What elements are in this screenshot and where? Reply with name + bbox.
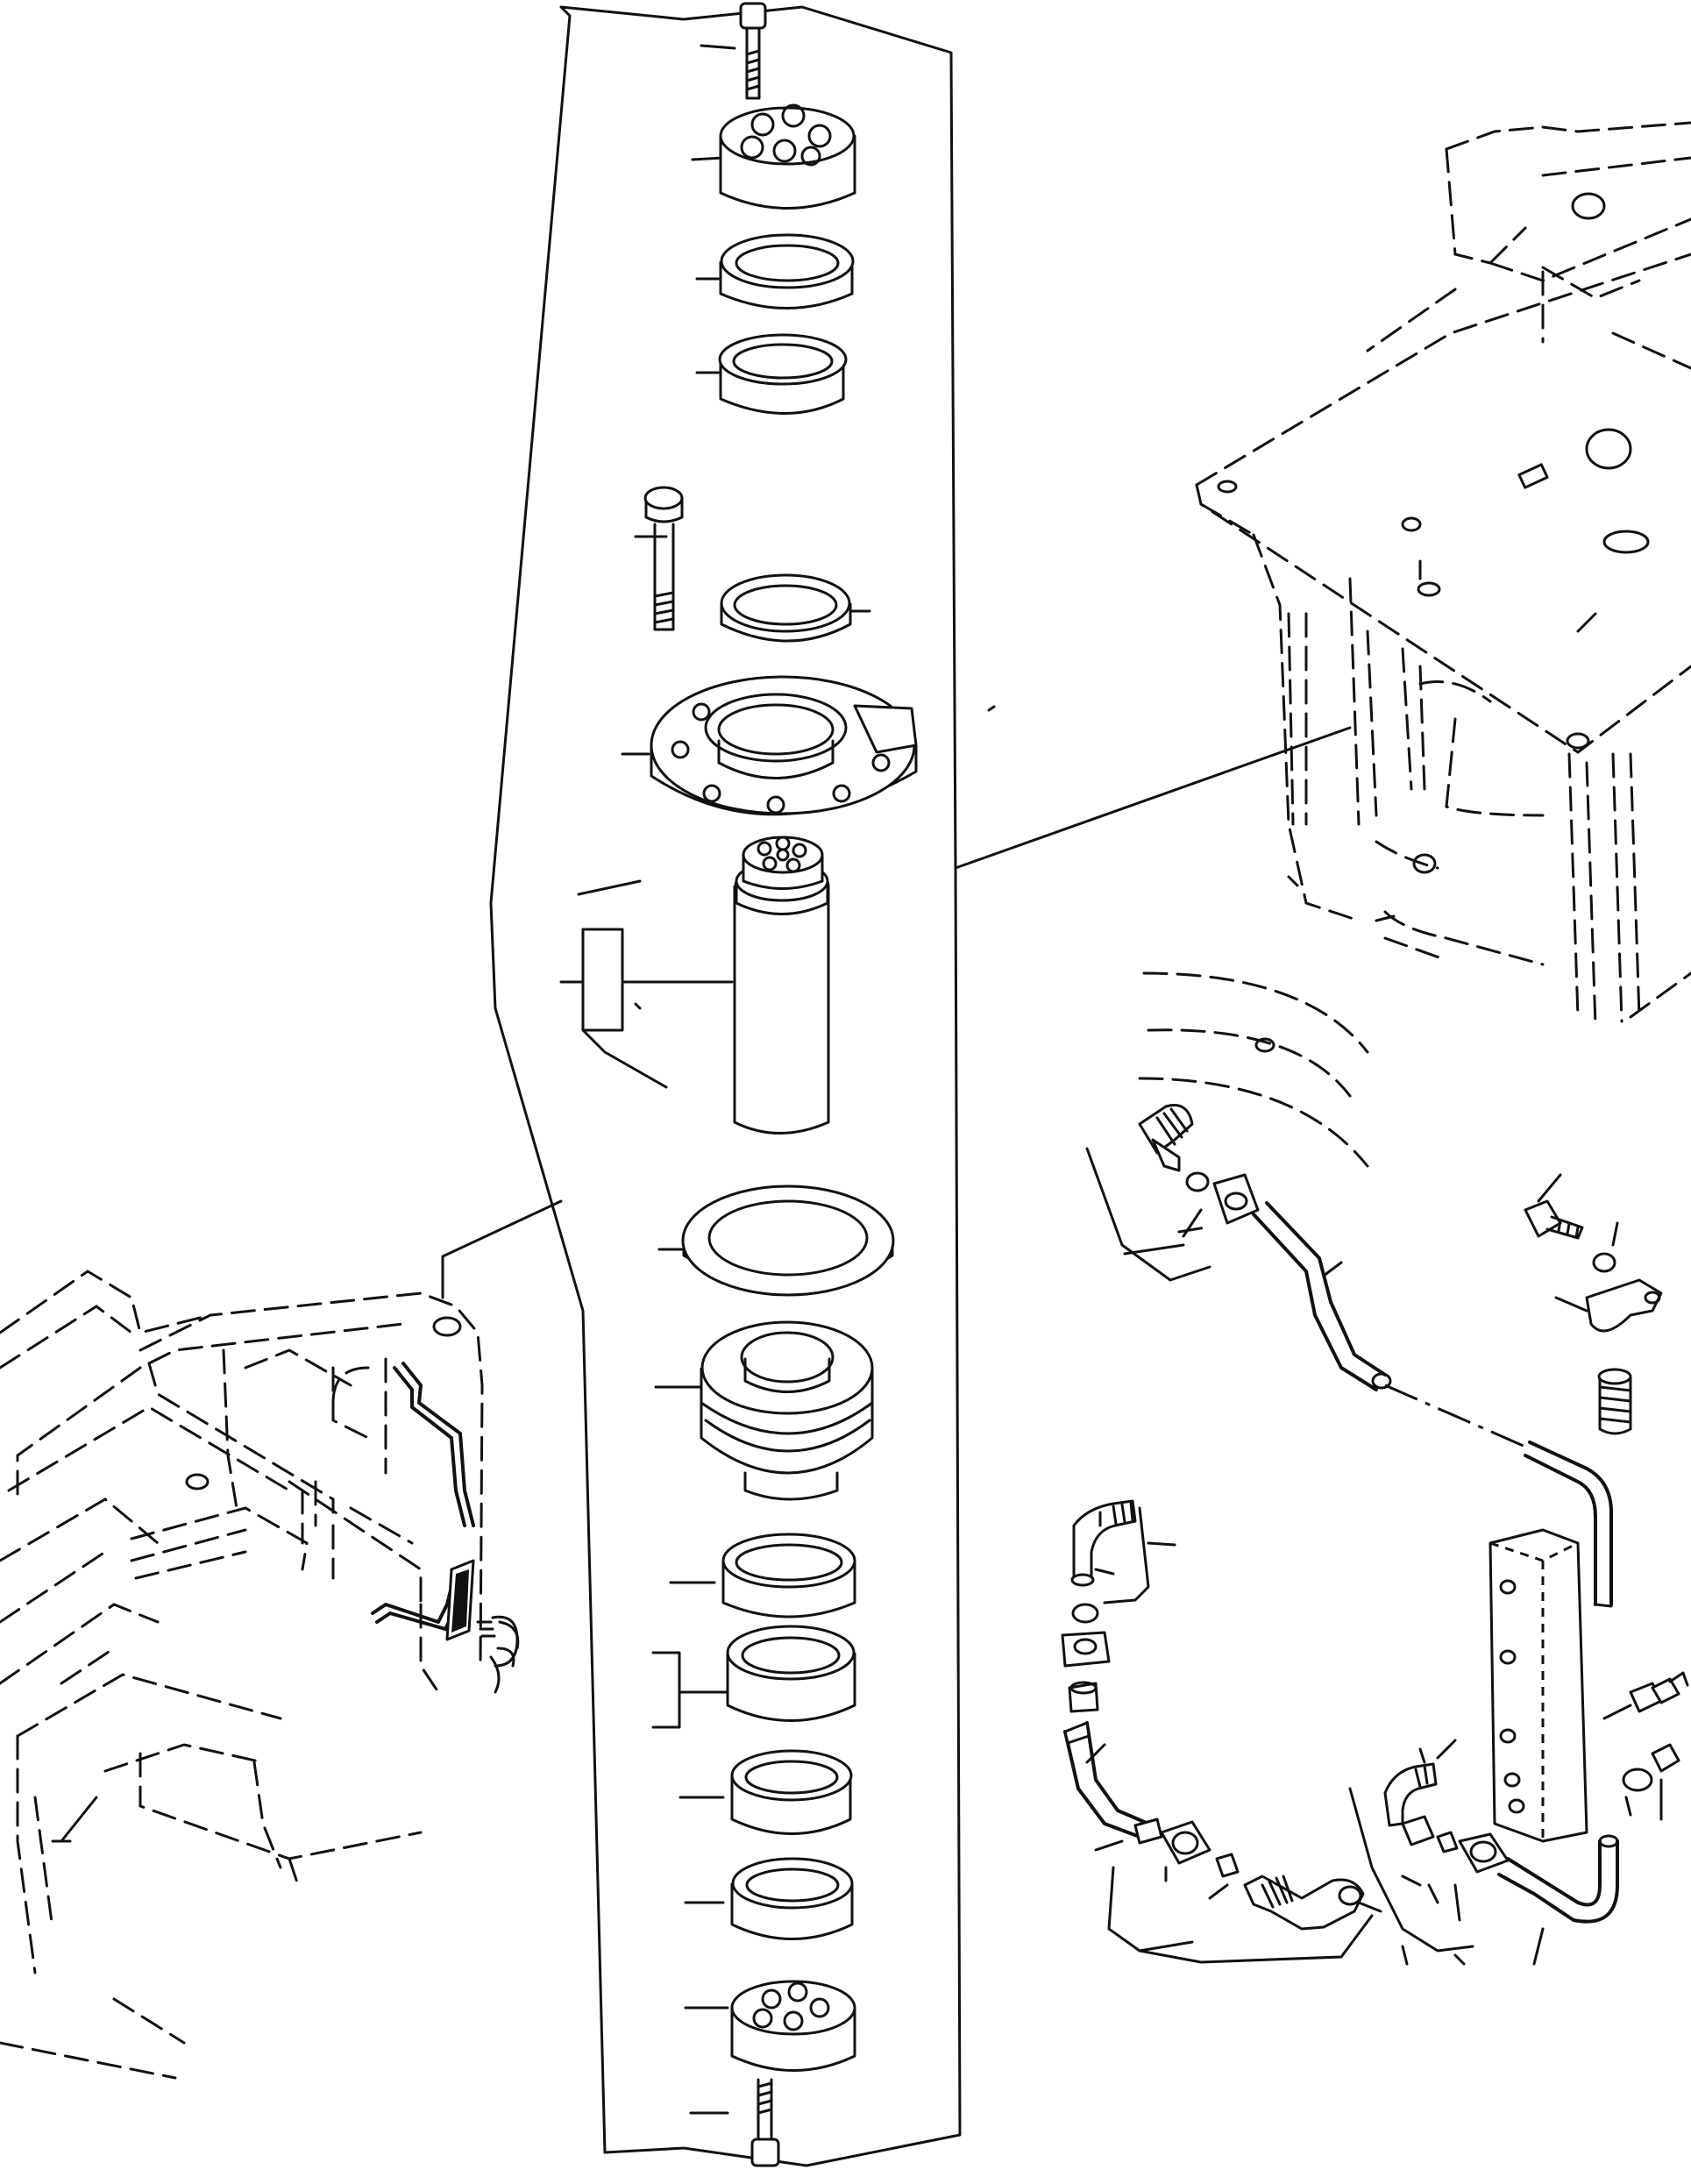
lower-bushing-3 — [730, 1749, 853, 1835]
hydraulic-tube-right — [1524, 1441, 1613, 1608]
pivot-housing — [700, 1320, 874, 1501]
grease-fitting — [1602, 1671, 1689, 1821]
frame-chassis-upper-right — [1195, 121, 1691, 1028]
exploded-view-boundary — [489, 5, 962, 2167]
upper-bushing-1 — [719, 233, 855, 309]
seal-ring — [720, 573, 852, 643]
frame-chassis-lower-left — [0, 1270, 484, 2080]
upper-bushing-2 — [718, 333, 848, 415]
hydraulic-lower-assembly — [1061, 1499, 1619, 1966]
thrust-washer — [681, 1184, 895, 1297]
kingpin-assembly — [733, 836, 830, 1135]
leader-connection-lines — [441, 726, 1352, 1299]
manifold-block — [1489, 1528, 1588, 1843]
lower-bushing-2 — [726, 1625, 856, 1722]
lower-bearing-cap — [730, 1980, 856, 2072]
lower-bushing-4 — [730, 1857, 854, 1940]
artifact-mark — [987, 705, 996, 712]
centerline — [1384, 1384, 1526, 1448]
tube-clamp-assembly — [1524, 1173, 1663, 1435]
socket-head-cap-screw-top — [739, 2, 767, 100]
flange-housing — [650, 675, 918, 816]
lower-bushing-1 — [721, 1533, 856, 1618]
upper-bearing-cap — [719, 103, 856, 210]
hex-bolt — [643, 486, 684, 631]
hydraulic-upper-area — [1085, 971, 1392, 1391]
hydraulic-line-left — [371, 1362, 520, 1694]
socket-head-cap-screw-bottom — [750, 2078, 780, 2167]
